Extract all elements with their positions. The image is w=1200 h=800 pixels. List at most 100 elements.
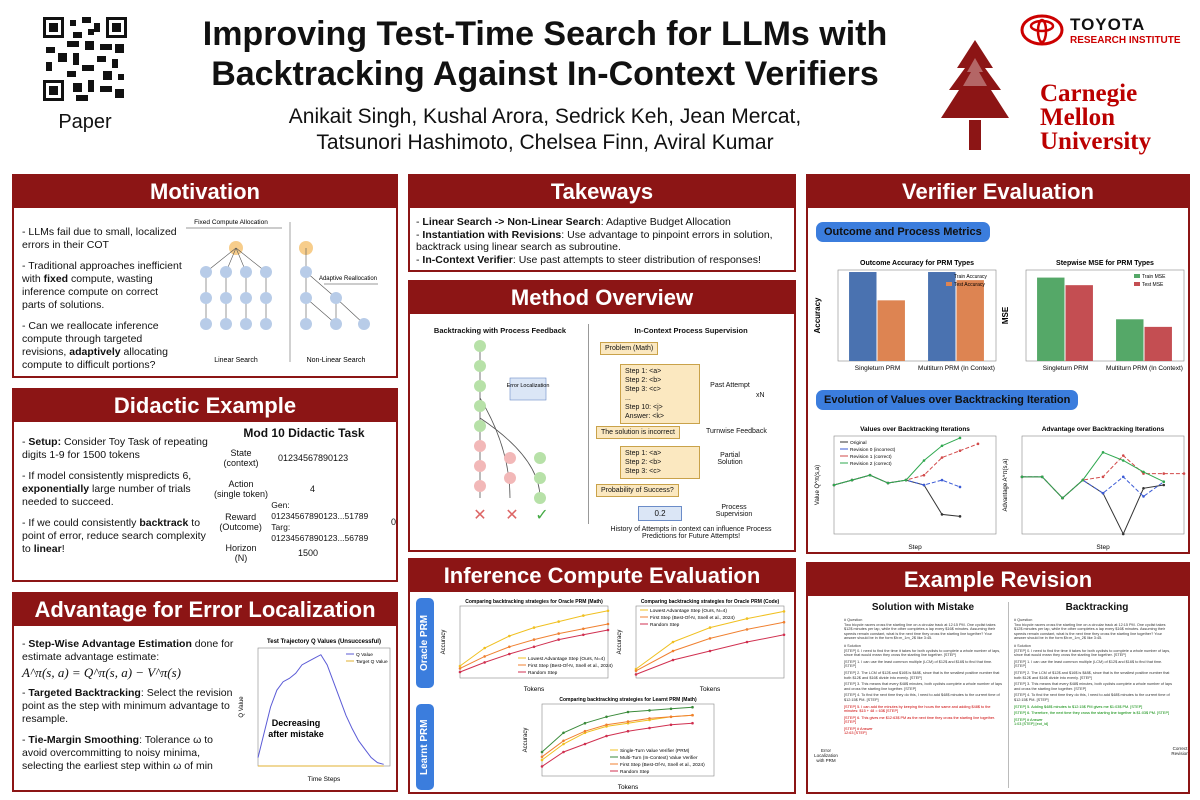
data-point bbox=[904, 478, 908, 482]
xn-label: xN bbox=[756, 392, 765, 399]
data-point bbox=[483, 646, 486, 650]
data-point bbox=[605, 734, 608, 738]
legend-label: Random Step bbox=[650, 622, 680, 628]
annotation-line-1: Decreasing bbox=[272, 718, 321, 728]
takeaway-1: - Linear Search -> Non-Linear Search: Ad… bbox=[416, 216, 731, 228]
partial-solution-box: Step 1: <a>Step 2: <b>Step 3: <c> bbox=[620, 446, 700, 479]
advantage-bullet-2: - Targeted Backtracking: Select the revi… bbox=[22, 687, 233, 725]
example-title: Example Revision bbox=[808, 564, 1188, 596]
didactic-title: Didactic Example bbox=[14, 390, 396, 422]
example-right-title: Backtracking bbox=[1065, 602, 1129, 613]
x-tick-label: Singleturn PRM bbox=[855, 365, 901, 372]
didactic-bullet-2: - If model consistently mispredicts 6, e… bbox=[22, 470, 192, 508]
data-point bbox=[1101, 491, 1105, 495]
plot-frame bbox=[635, 605, 785, 679]
legend-label: Revision 2 (correct) bbox=[850, 461, 892, 467]
toyota-emblem-icon bbox=[1020, 14, 1064, 46]
legend-label: Lowest Advantage Step (Ours, N=4) bbox=[528, 656, 605, 662]
data-point bbox=[540, 765, 544, 768]
advantage-formula: A^π(s, a) = Q^π(s, a) − V^π(s) bbox=[22, 665, 181, 680]
example-panel: Example Revision Solution with Mistake B… bbox=[806, 562, 1190, 794]
series-line bbox=[833, 437, 961, 486]
data-point bbox=[626, 729, 630, 733]
didactic-bullets: - Setup: Consider Toy Task of repeating … bbox=[22, 436, 212, 564]
qr-code[interactable]: Paper bbox=[40, 14, 130, 133]
bar bbox=[849, 272, 877, 361]
poster-title: Improving Test-Time Search for LLMs with… bbox=[170, 14, 920, 94]
takeaway-2: - Instantiation with Revisions: Use adva… bbox=[416, 228, 773, 254]
series-line bbox=[541, 714, 693, 758]
annotation-line-2: after mistake bbox=[268, 729, 324, 739]
nonlinear-search-label: Non-Linear Search bbox=[307, 357, 366, 364]
legend-swatch bbox=[946, 282, 952, 286]
data-point bbox=[606, 628, 610, 632]
chart-title: Values over Backtracking Iterations bbox=[860, 426, 970, 433]
didactic-bullet-3: - If we could consistently backtrack to … bbox=[22, 517, 206, 555]
state-value: 01234567890123 bbox=[278, 453, 349, 463]
data-point bbox=[562, 750, 565, 754]
reward-value: 0 bbox=[390, 517, 396, 527]
data-point bbox=[508, 652, 511, 656]
method-panel: Method Overview Backtracking with Proces… bbox=[408, 280, 796, 552]
data-point bbox=[1182, 472, 1186, 475]
data-point bbox=[508, 634, 511, 638]
legend-label: Target Q Value bbox=[356, 659, 388, 665]
data-point bbox=[583, 721, 587, 725]
chart-title: Comparing backtracking strategies for Or… bbox=[465, 599, 603, 605]
authors-line-1: Anikait Singh, Kushal Arora, Sedrick Keh… bbox=[288, 105, 802, 128]
cmu-line-1: Carnegie bbox=[1040, 80, 1138, 107]
legend-label: Test Accuracy bbox=[954, 282, 985, 288]
chart-title: Test Trajectory Q Values (Unsuccessful) bbox=[267, 639, 381, 645]
data-point bbox=[669, 707, 673, 711]
x-axis-label: Step bbox=[908, 544, 922, 551]
legend-label: Random Step bbox=[528, 670, 558, 676]
didactic-bullet-1: - Setup: Consider Toy Task of repeating … bbox=[22, 436, 208, 461]
search-tree-figure: Fixed Compute Allocation bbox=[186, 219, 378, 364]
data-point bbox=[745, 628, 749, 631]
plot-frame bbox=[257, 647, 391, 767]
targ-value: Targ: 01234567890123...56789 bbox=[271, 522, 369, 543]
data-point bbox=[557, 632, 560, 635]
plot-frame bbox=[837, 269, 997, 362]
motivation-bullets: - LLMs fail due to small, localized erro… bbox=[22, 226, 182, 376]
y-axis-label: Accuracy bbox=[813, 297, 822, 334]
data-point bbox=[582, 627, 585, 631]
data-point bbox=[483, 661, 486, 664]
legend-swatch bbox=[1134, 274, 1140, 278]
data-point bbox=[922, 483, 926, 487]
values-line-chart: Values over Backtracking IterationsValue… bbox=[815, 426, 997, 551]
data-point bbox=[562, 742, 565, 746]
partial-label: Partial Solution bbox=[717, 452, 743, 466]
x-axis-label: Time Steps bbox=[308, 776, 341, 783]
data-point bbox=[648, 709, 651, 712]
legend-label: Train MSE bbox=[1142, 274, 1166, 280]
data-point bbox=[605, 715, 608, 719]
bar bbox=[956, 280, 984, 361]
legend-label: Original bbox=[850, 440, 867, 446]
inference-panel: Inference Compute Evaluation Oracle PRM … bbox=[408, 558, 796, 794]
x-axis-label: Tokens bbox=[524, 686, 545, 693]
data-point bbox=[626, 720, 630, 723]
data-point bbox=[745, 640, 749, 644]
didactic-panel: Didactic Example - Setup: Consider Toy T… bbox=[12, 388, 398, 582]
legend-label: Revision 1 (correct) bbox=[850, 454, 892, 460]
y-axis-label: Q Value bbox=[239, 696, 245, 718]
data-point bbox=[782, 633, 786, 637]
task-title: Mod 10 Didactic Task bbox=[243, 426, 365, 440]
y-axis-label: Accuracy bbox=[617, 630, 623, 655]
plot-frame bbox=[1021, 435, 1185, 535]
data-point bbox=[940, 444, 944, 448]
data-point bbox=[557, 620, 560, 623]
data-point bbox=[1121, 459, 1125, 462]
series-line bbox=[257, 654, 384, 765]
method-footer: History of Attempts in context can influ… bbox=[610, 526, 772, 540]
legend-label: Lowest Advantage Step (Ours, N=4) bbox=[650, 608, 727, 614]
problem-box: Problem (Math) bbox=[600, 342, 659, 355]
evolution-subheader: Evolution of Values over Backtracking It… bbox=[816, 390, 1079, 410]
data-point bbox=[886, 481, 890, 485]
stanford-tree-logo bbox=[941, 40, 1009, 150]
data-point bbox=[483, 655, 486, 658]
error-localization-note: Error Localization with PRM bbox=[814, 748, 838, 763]
data-point bbox=[605, 723, 608, 727]
